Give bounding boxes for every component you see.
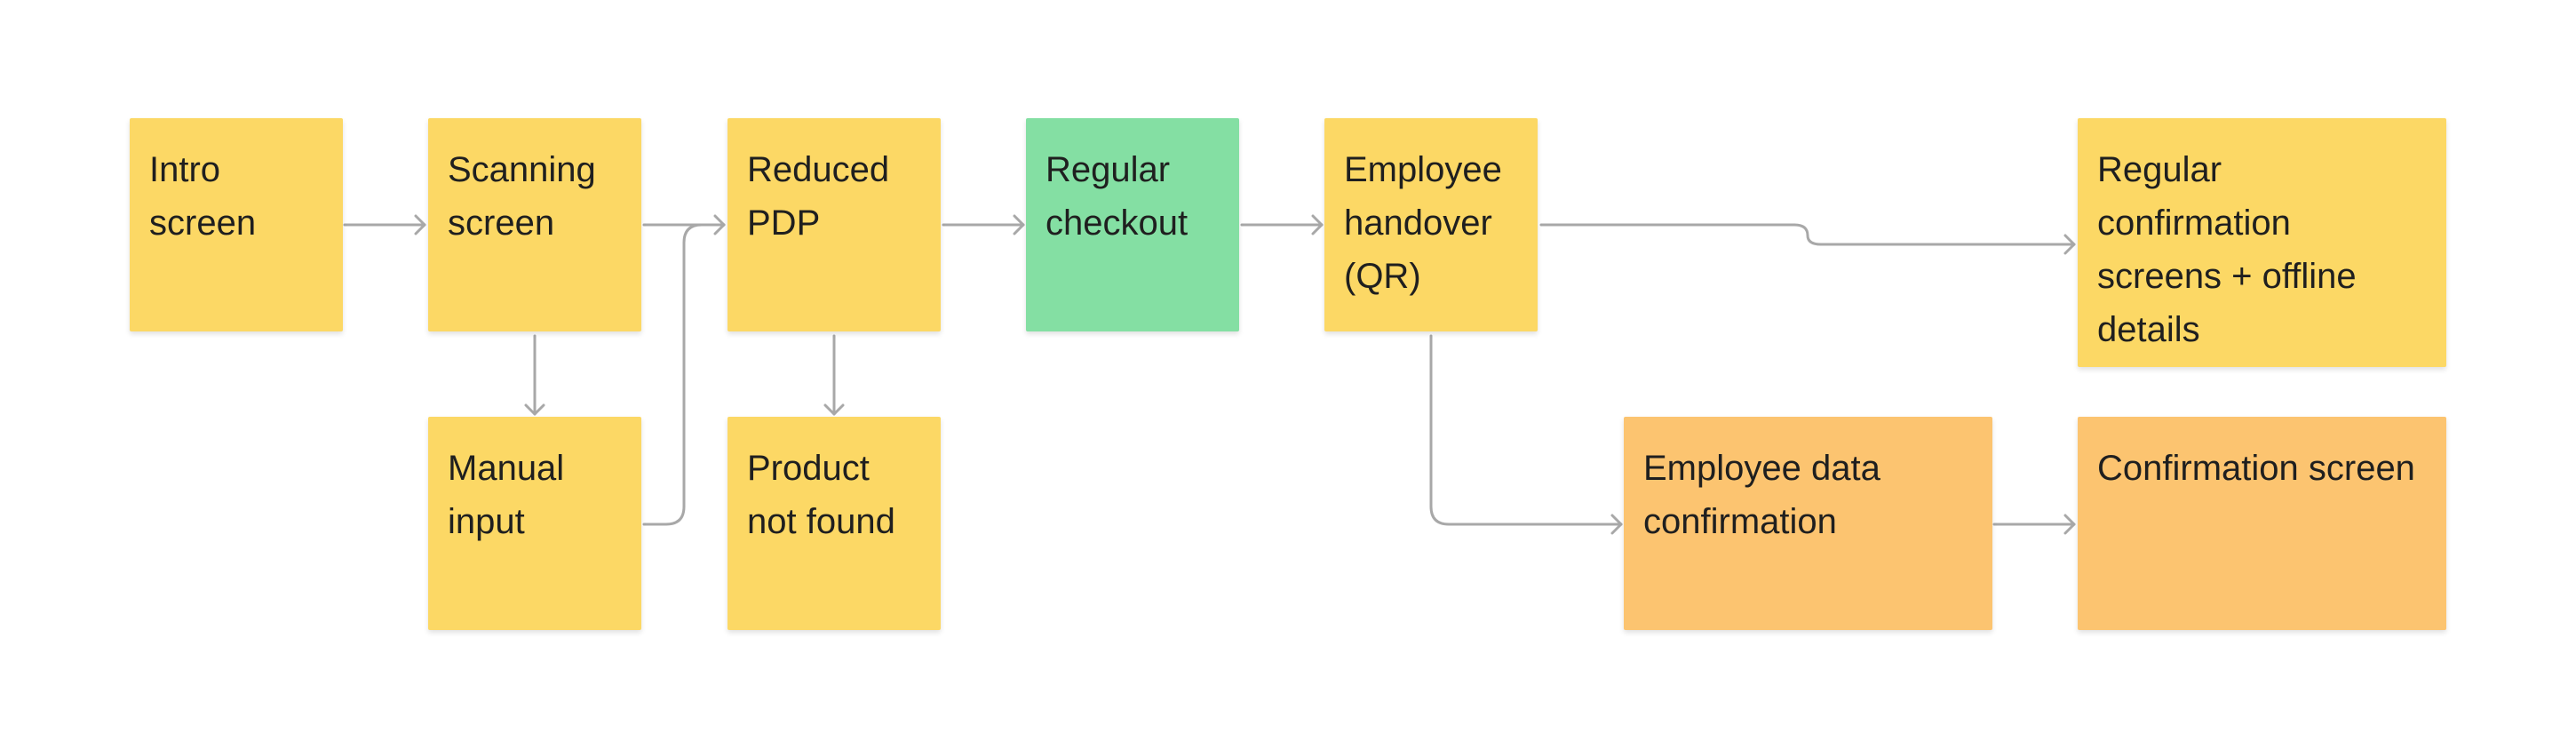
arrowhead-icon xyxy=(414,214,426,235)
sticky-note-label: Regular confirmation screens + offline d… xyxy=(2097,150,2357,349)
arrowhead-icon xyxy=(1311,214,1324,235)
sticky-note-label: Manual input xyxy=(448,449,565,541)
connector-manual-to-pdp xyxy=(642,223,726,526)
sticky-note-label: Regular checkout xyxy=(1046,150,1189,243)
sticky-note-label: Employee handover (QR) xyxy=(1344,150,1502,296)
sticky-note-label: Intro screen xyxy=(149,150,257,243)
sticky-note-regular-checkout[interactable]: Regular checkout xyxy=(1026,118,1239,331)
sticky-note-employee-handover[interactable]: Employee handover (QR) xyxy=(1324,118,1538,331)
sticky-note-regular-confirmation[interactable]: Regular confirmation screens + offline d… xyxy=(2078,118,2446,367)
arrowhead-icon xyxy=(2063,234,2076,255)
sticky-note-label: Product not found xyxy=(747,449,895,541)
sticky-note-label: Confirmation screen xyxy=(2097,449,2415,488)
arrowhead-icon xyxy=(2063,514,2076,535)
arrowhead-icon xyxy=(823,403,845,416)
arrowhead-icon xyxy=(524,403,545,416)
sticky-note-label: Reduced PDP xyxy=(747,150,890,243)
sticky-note-manual-input[interactable]: Manual input xyxy=(428,417,641,630)
sticky-note-intro-screen[interactable]: Intro screen xyxy=(130,118,343,331)
connector-handover-to-employee-data xyxy=(1429,334,1623,526)
connector-handover-to-regular-confirmation xyxy=(1539,223,2076,246)
sticky-note-scanning-screen[interactable]: Scanning screen xyxy=(428,118,641,331)
sticky-note-label: Scanning screen xyxy=(448,150,596,243)
sticky-note-label: Employee data confirmation xyxy=(1643,449,1880,541)
sticky-note-product-not-found[interactable]: Product not found xyxy=(727,417,941,630)
arrowhead-icon xyxy=(1610,514,1623,535)
sticky-note-employee-data-confirmation[interactable]: Employee data confirmation xyxy=(1624,417,1992,630)
sticky-note-confirmation-screen[interactable]: Confirmation screen xyxy=(2078,417,2446,630)
sticky-note-reduced-pdp[interactable]: Reduced PDP xyxy=(727,118,941,331)
arrowhead-icon xyxy=(1013,214,1025,235)
